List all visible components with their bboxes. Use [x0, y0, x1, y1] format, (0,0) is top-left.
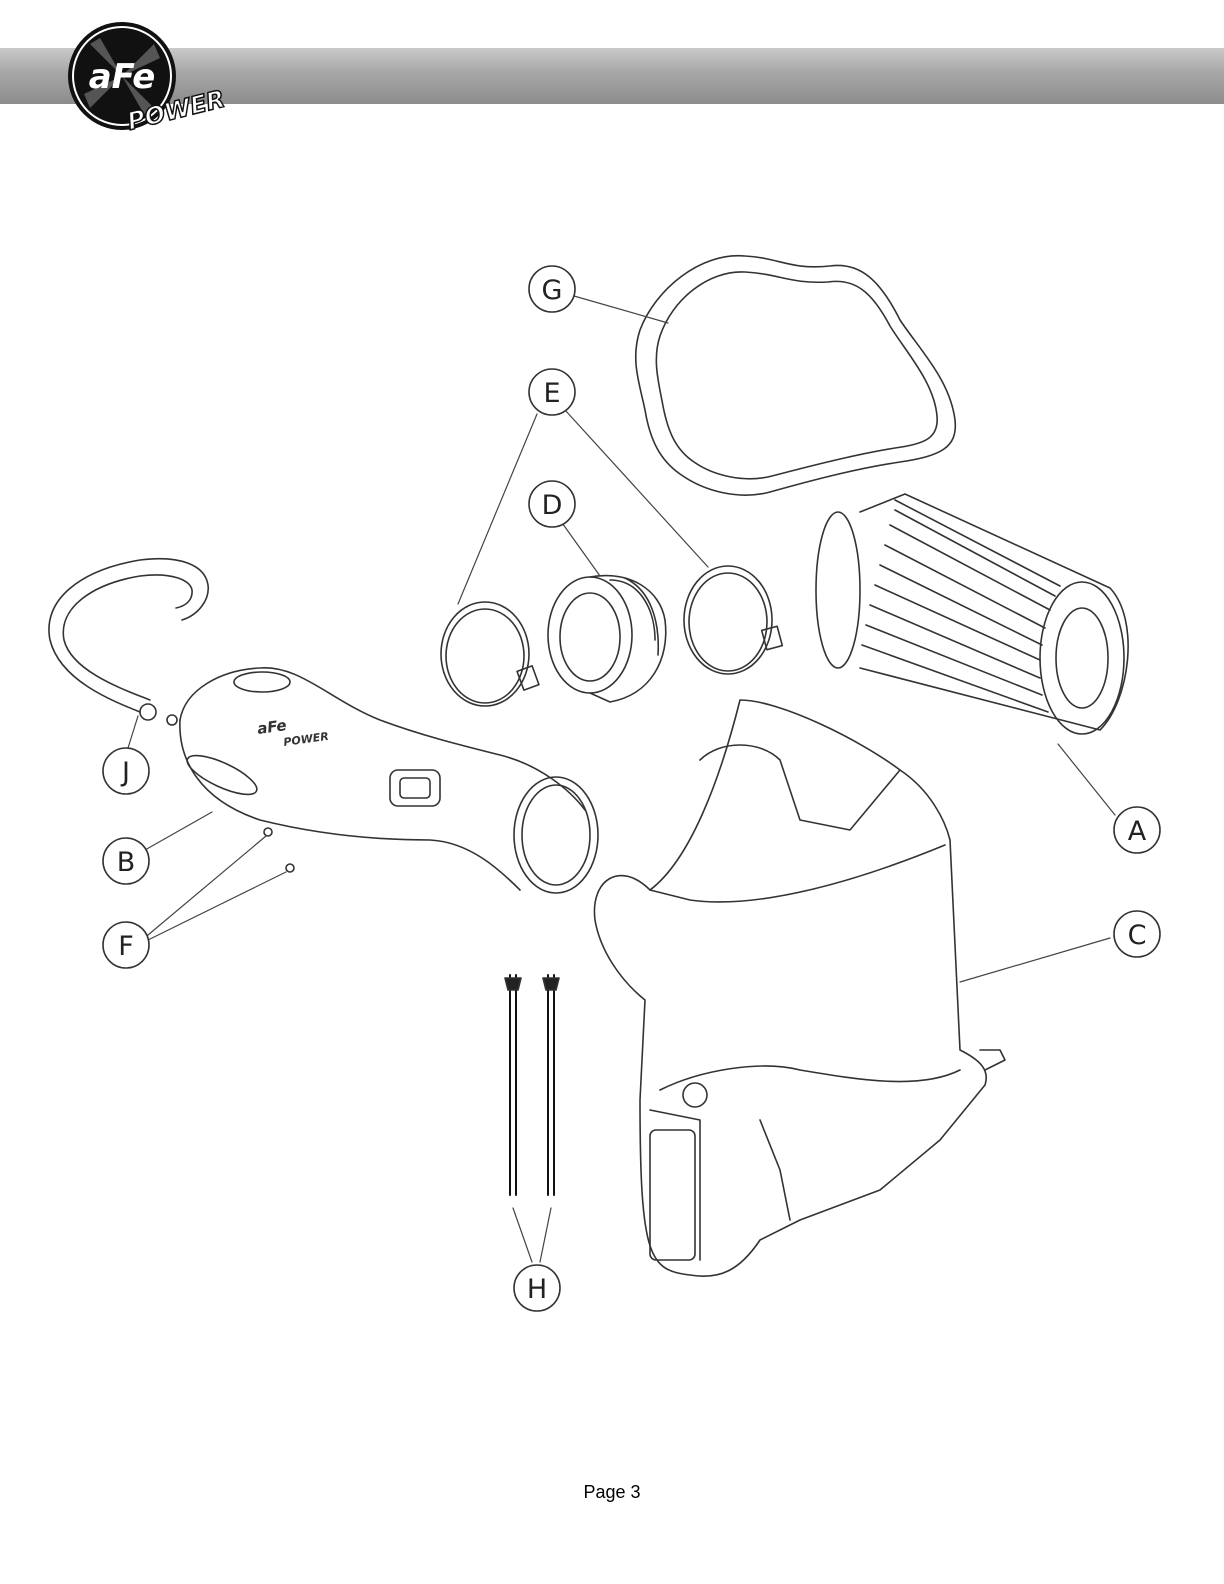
logo-afe-text: aFe — [89, 57, 156, 97]
label-d: D — [542, 490, 563, 521]
part-e-clamp-right — [683, 565, 784, 675]
header-bar — [0, 48, 1224, 104]
afe-power-logo: aFe POWER — [68, 22, 228, 137]
tube-logo-afe: aFe — [256, 716, 288, 738]
label-a: A — [1128, 816, 1147, 847]
callout-b — [102, 837, 150, 885]
part-h-ties — [504, 974, 560, 1196]
part-e-clamp-left — [440, 601, 540, 707]
part-a-filter — [815, 493, 1129, 735]
callout-d — [528, 480, 576, 528]
leader-lines — [127, 295, 1116, 1263]
callout-c — [1113, 910, 1161, 958]
tube-logo-power: POWER — [283, 730, 330, 749]
label-g: G — [542, 275, 563, 306]
part-b-intake-tube — [179, 667, 599, 894]
label-j: J — [120, 757, 130, 788]
exploded-parts-diagram: G E D A C J B F H aFe POWER — [48, 255, 1161, 1312]
label-b: B — [117, 847, 136, 878]
part-g-seal — [634, 255, 957, 496]
callout-j — [102, 747, 150, 795]
part-j-hose — [48, 557, 209, 726]
callout-g — [528, 265, 576, 313]
callout-a — [1113, 806, 1161, 854]
part-c-airbox — [593, 699, 1006, 1277]
label-f: F — [118, 931, 134, 962]
callout-e — [528, 368, 576, 416]
page-number: Page 3 — [583, 1482, 641, 1502]
callout-h — [513, 1264, 561, 1312]
label-c: C — [1128, 920, 1147, 951]
label-h: H — [527, 1274, 547, 1305]
label-e: E — [543, 378, 560, 409]
part-f-screws — [263, 827, 295, 873]
callout-f — [102, 921, 150, 969]
part-d-coupler — [547, 574, 667, 703]
